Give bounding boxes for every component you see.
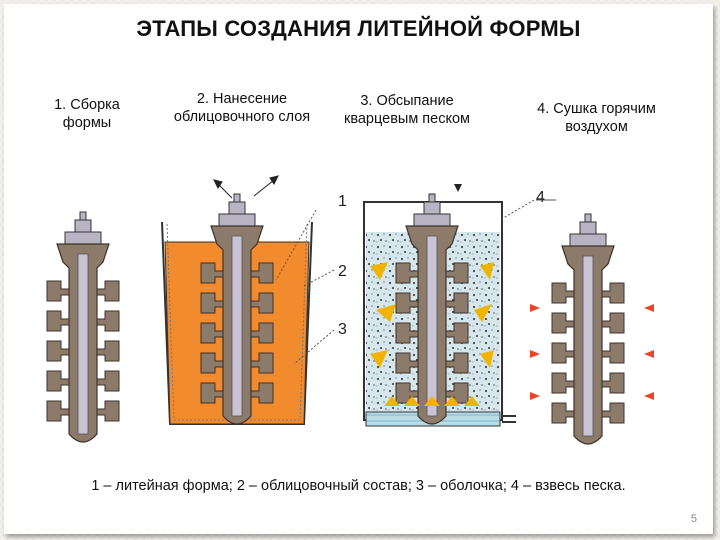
slide-card: ЭТАПЫ СОЗДАНИЯ ЛИТЕЙНОЙ ФОРМЫ 1. Сборка … bbox=[4, 4, 713, 534]
callout-leaders bbox=[275, 199, 535, 365]
slide-title: ЭТАПЫ СОЗДАНИЯ ЛИТЕЙНОЙ ФОРМЫ bbox=[136, 16, 581, 41]
stage-3-wax-tree bbox=[395, 193, 469, 425]
callout-3: 3 bbox=[338, 321, 347, 338]
stage-4-wax-tree bbox=[551, 213, 625, 445]
figure-caption: 1 – литейная форма; 2 – облицовочный сос… bbox=[91, 478, 626, 494]
stage-1-label: 1. Сборка формы bbox=[54, 97, 120, 131]
process-diagram: 1 2 3 4 bbox=[46, 175, 654, 445]
page-number: 5 bbox=[690, 513, 697, 525]
stage-1-wax-tree bbox=[46, 211, 120, 443]
stage-3-label: 3. Обсыпание кварцевым песком bbox=[343, 93, 471, 127]
stage-4-hot-air-arrows bbox=[530, 304, 654, 400]
stage-3-sand-arrows bbox=[370, 262, 494, 406]
stage-4-label: 4. Сушка горячим воздухом bbox=[537, 101, 656, 135]
drip-marker bbox=[454, 184, 462, 192]
callout-2: 2 bbox=[338, 263, 347, 280]
stage-2-wax-tree bbox=[200, 193, 274, 425]
stage-2-label: 2. Нанесение облицовочного слоя bbox=[173, 91, 311, 125]
stage-2-dip-arrows bbox=[213, 175, 279, 199]
callout-1: 1 bbox=[338, 193, 347, 210]
callout-4: 4 bbox=[536, 189, 545, 206]
